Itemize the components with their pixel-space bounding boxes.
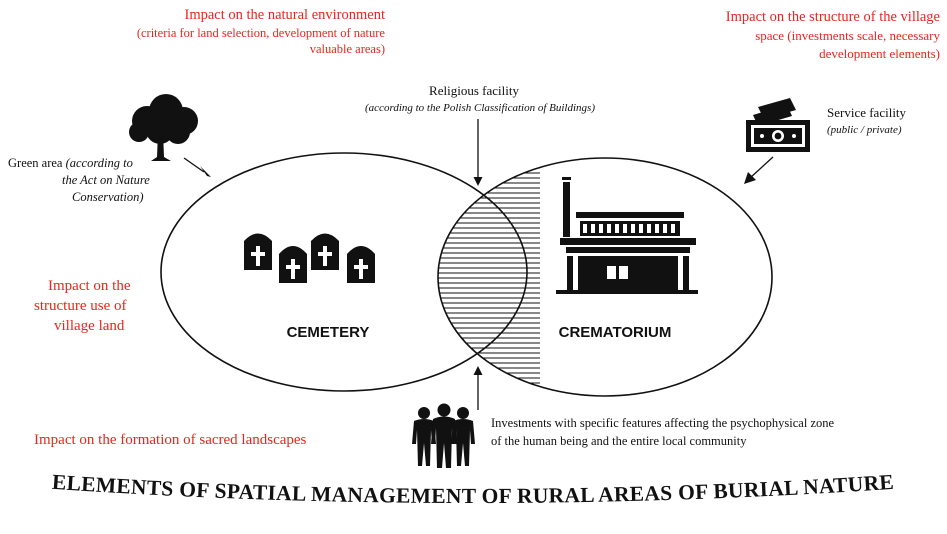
gravestone-3 (311, 233, 339, 270)
crematorium-circle (437, 157, 773, 397)
crematorium-window (591, 224, 595, 233)
impact-natural-environment: Impact on the natural environment (crite… (137, 7, 386, 56)
venn-diagram (160, 152, 773, 397)
arrow-religious (473, 119, 483, 186)
impact-land-line3: village land (54, 318, 125, 334)
crematorium-window (583, 224, 587, 233)
impact-natural-line2: (criteria for land selection, developmen… (137, 26, 386, 40)
green-area-note-start: (according to (66, 156, 133, 170)
crematorium-window (623, 224, 627, 233)
impact-sacred-landscapes: Impact on the formation of sacred landsc… (34, 432, 307, 448)
green-area-line1: Green area (according to (8, 156, 133, 170)
impact-land-line1: Impact on the (48, 278, 131, 294)
cemetery-circle (160, 152, 528, 392)
crematorium-window (615, 224, 619, 233)
service-facility-label: Service facility (public / private) (827, 105, 907, 136)
gravestone-1 (244, 233, 272, 270)
arrows (183, 119, 774, 410)
impact-natural-line3: valuable areas) (310, 42, 385, 56)
footer-title: ELEMENTS OF SPATIAL MANAGEMENT OF RURAL … (51, 470, 894, 508)
impact-land-line2: structure use of (34, 298, 126, 314)
footer-title-path: ELEMENTS OF SPATIAL MANAGEMENT OF RURAL … (51, 470, 894, 508)
person-left (412, 407, 436, 466)
people-icon (412, 403, 475, 468)
crematorium-window (655, 224, 659, 233)
service-facility-note: (public / private) (827, 124, 902, 136)
religious-facility-title: Religious facility (429, 83, 519, 98)
green-area-line3: Conservation) (72, 190, 144, 204)
green-area-line2: the Act on Nature (62, 173, 150, 187)
arrow-service (744, 156, 774, 184)
crematorium-window (599, 224, 603, 233)
investments-label: Investments with specific features affec… (491, 416, 835, 448)
green-area-title: Green area (8, 156, 63, 170)
impact-village-space: Impact on the structure of the village s… (726, 9, 941, 61)
green-area-label: Green area (according to the Act on Natu… (8, 156, 150, 204)
gravestones-icon (244, 233, 375, 283)
crematorium-window (607, 224, 611, 233)
person-middle (431, 403, 457, 468)
religious-facility-note: (according to the Polish Classification … (365, 102, 595, 114)
investments-line1: Investments with specific features affec… (491, 416, 835, 430)
money-icon (746, 98, 810, 152)
cemetery-label: CEMETERY (287, 324, 370, 341)
tree-icon (129, 94, 198, 161)
crematorium-label: CREMATORIUM (559, 324, 672, 341)
impact-village-line2: space (investments scale, necessary (755, 28, 940, 43)
gravestone-4 (347, 246, 375, 283)
crematorium-icon (556, 177, 698, 294)
crematorium-window (631, 224, 635, 233)
crematorium-window (647, 224, 651, 233)
gravestone-2 (279, 246, 307, 283)
crematorium-window (663, 224, 667, 233)
investments-line2: of the human being and the entire local … (491, 434, 747, 448)
crematorium-window (639, 224, 643, 233)
impact-village-line3: development elements) (819, 46, 940, 61)
impact-land-use: Impact on the structure use of village l… (34, 278, 131, 334)
impact-natural-title: Impact on the natural environment (184, 7, 385, 23)
impact-village-title: Impact on the structure of the village (726, 9, 940, 25)
service-facility-title: Service facility (827, 105, 907, 120)
religious-facility-label: Religious facility (according to the Pol… (365, 83, 595, 114)
arrow-investments (473, 366, 483, 410)
arrow-green (183, 157, 211, 177)
person-right (451, 407, 475, 466)
crematorium-window (671, 224, 675, 233)
